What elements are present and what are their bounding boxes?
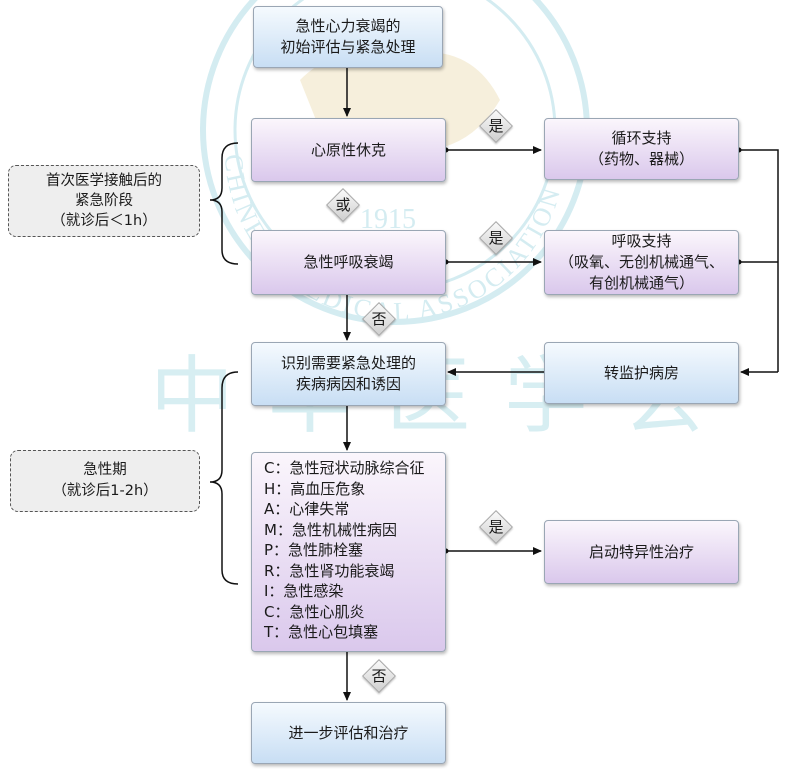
cause-item: H：高血压危象: [264, 479, 366, 498]
node-further-evaluation: 进一步评估和治疗: [251, 702, 446, 764]
phase-acute-label: 急性期 （就诊后1-2h）: [10, 450, 200, 512]
decision-label-no-1: 否: [371, 310, 387, 328]
decision-label-yes-resp: 是: [488, 229, 504, 247]
node-circulatory-support: 循环支持 （药物、器械）: [544, 118, 739, 180]
cause-item: T：急性心包填塞: [264, 623, 379, 641]
node-identify-causes: 识别需要紧急处理的 疾病病因和诱因: [251, 342, 446, 406]
decision-label-or: 或: [335, 196, 351, 214]
node-specific-treatment: 启动特异性治疗: [544, 520, 739, 584]
decision-label-yes-shock: 是: [488, 117, 504, 135]
node-cardiogenic-shock: 心原性休克: [251, 118, 446, 182]
phase-emergency-label: 首次医学接触后的 紧急阶段 （就诊后＜1h）: [8, 165, 200, 237]
node-cause-list: C：急性冠状动脉综合征 H：高血压危象 A：心律失常 M：急性机械性病因 P：急…: [251, 452, 446, 652]
cause-item: M：急性机械性病因: [264, 520, 397, 539]
cause-item: A：心律失常: [264, 500, 350, 518]
node-transfer-icu: 转监护病房: [544, 342, 739, 404]
cause-item: C：急性心肌炎: [264, 602, 365, 621]
brace-phase1: [209, 142, 239, 265]
cause-item: C：急性冠状动脉综合征: [264, 459, 425, 477]
watermark-year: 1915: [360, 204, 416, 235]
line-circ-to-right: [739, 149, 779, 372]
decision-label-no-2: 否: [371, 667, 387, 685]
cause-item: P：急性肺栓塞: [264, 541, 364, 559]
node-initial-assessment: 急性心力衰竭的 初始评估与紧急处理: [253, 6, 443, 68]
node-acute-respiratory-failure: 急性呼吸衰竭: [251, 230, 446, 295]
cause-item: R：急性肾功能衰竭: [264, 561, 395, 580]
node-respiratory-support: 呼吸支持 （吸氧、无创机械通气、 有创机械通气）: [544, 230, 739, 295]
decision-label-yes-causes: 是: [488, 518, 504, 536]
brace-phase2: [209, 371, 239, 585]
cause-item: I：急性感染: [264, 582, 344, 600]
